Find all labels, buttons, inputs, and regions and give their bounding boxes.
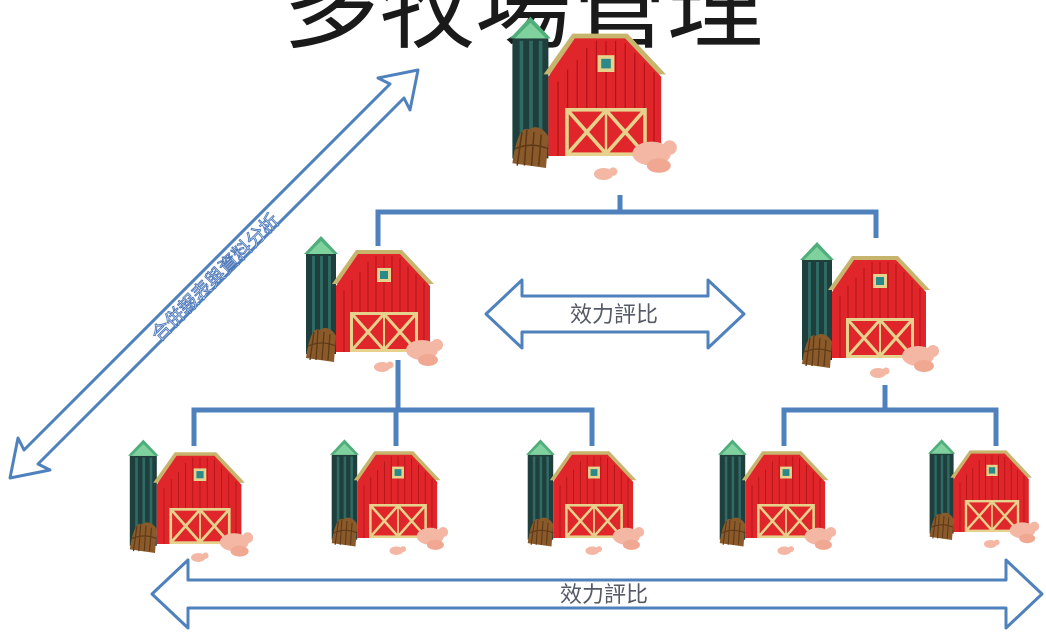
farm-icon-level2-right bbox=[798, 240, 941, 380]
farm-icon-level3-2 bbox=[328, 438, 450, 557]
peer-compare-label-bottom: 效力評比 bbox=[560, 583, 648, 608]
peer-compare-arrow-middle: 效力評比 bbox=[484, 278, 746, 350]
connector-level2-left bbox=[191, 360, 595, 446]
consolidated-report-label: 合併報表與資料分析 bbox=[148, 210, 284, 346]
farm-icon-level3-3 bbox=[524, 438, 646, 557]
connector-level2-right bbox=[781, 385, 999, 446]
farm-icon-level2-left bbox=[302, 234, 445, 374]
hierarchy-connectors bbox=[191, 195, 999, 446]
peer-compare-arrow-bottom: 效力評比 bbox=[150, 558, 1044, 630]
farm-icon-level3-1 bbox=[126, 438, 255, 564]
peer-compare-label-middle: 效力評比 bbox=[570, 303, 658, 328]
farm-icon-level3-5 bbox=[926, 438, 1041, 550]
connector-level1 bbox=[375, 195, 879, 246]
farm-icon-level3-4 bbox=[716, 438, 838, 557]
